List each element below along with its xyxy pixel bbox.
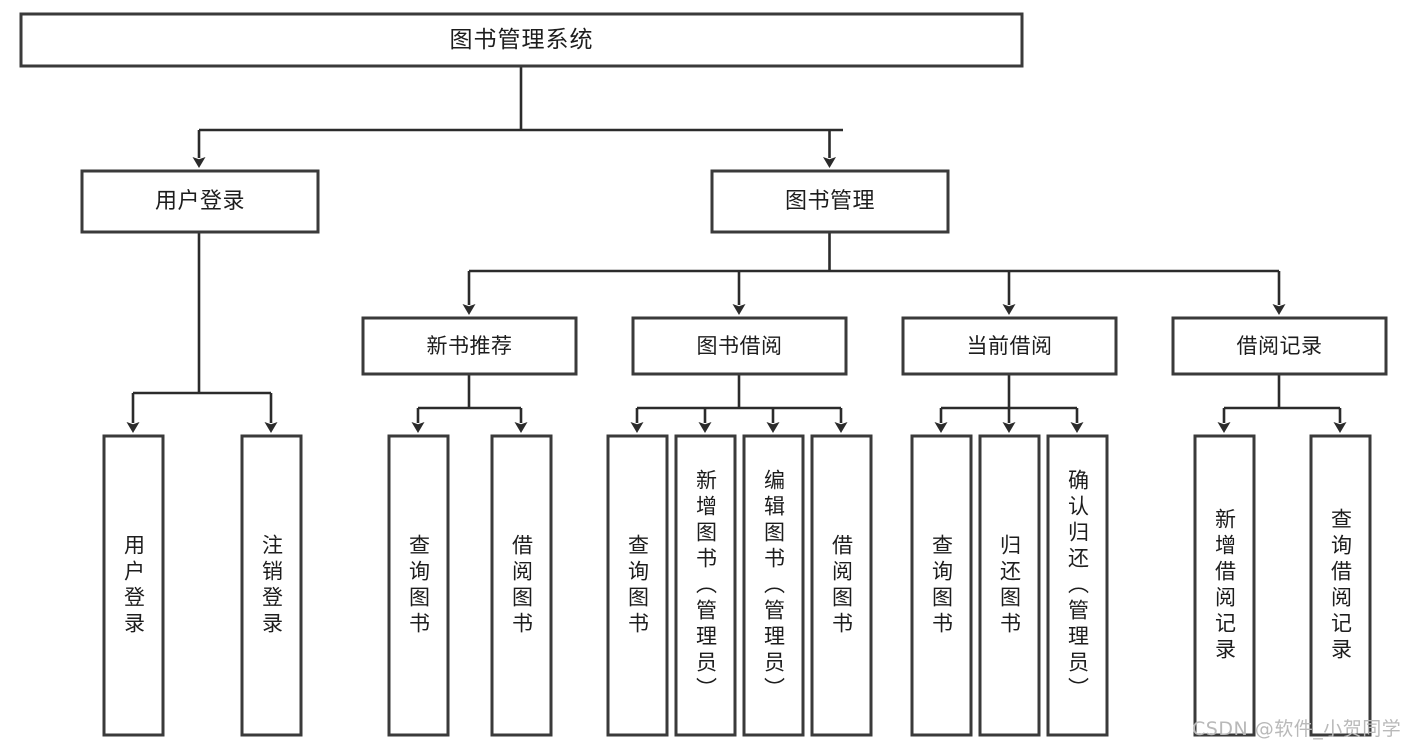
connector-bookmanage-to-level3 xyxy=(462,232,1286,315)
node-box-leaf-borrow-book-1 xyxy=(490,434,553,737)
node-box-leaf-query-record xyxy=(1309,434,1372,737)
node-box-leaf-query-book-3 xyxy=(910,434,973,737)
connector-root-to-level2 xyxy=(192,66,843,168)
connector-newbook-to-leaves xyxy=(411,375,528,433)
node-box-leaf-edit-book xyxy=(742,434,805,737)
node-box-leaf-borrow-book-2 xyxy=(810,434,873,737)
node-box-root xyxy=(19,12,1024,68)
node-box-book-borrow xyxy=(631,316,848,376)
connector-userlogin-to-leaves xyxy=(126,232,278,433)
node-box-leaf-add-record xyxy=(1193,434,1256,737)
node-box-leaf-user-login xyxy=(102,434,165,737)
node-box-borrow-record xyxy=(1171,316,1388,376)
node-box-leaf-user-logout xyxy=(240,434,303,737)
node-box-book-manage xyxy=(710,169,950,234)
node-box-leaf-add-book xyxy=(674,434,737,737)
node-box-leaf-confirm-return xyxy=(1046,434,1109,737)
connector-currentborrow-to-leaves xyxy=(934,375,1084,433)
connector-bookborrow-to-leaves xyxy=(630,375,848,433)
node-box-leaf-query-book-2 xyxy=(606,434,669,737)
node-box-leaf-return-book xyxy=(978,434,1041,737)
csdn-watermark: CSDN @软件_小贺同学 xyxy=(1192,718,1402,740)
node-box-new-book-recommend xyxy=(361,316,578,376)
node-box-current-borrow xyxy=(901,316,1118,376)
connector-borrowrecord-to-leaves xyxy=(1217,375,1347,433)
node-box-user-login xyxy=(80,169,320,234)
node-box-leaf-query-book-1 xyxy=(387,434,450,737)
